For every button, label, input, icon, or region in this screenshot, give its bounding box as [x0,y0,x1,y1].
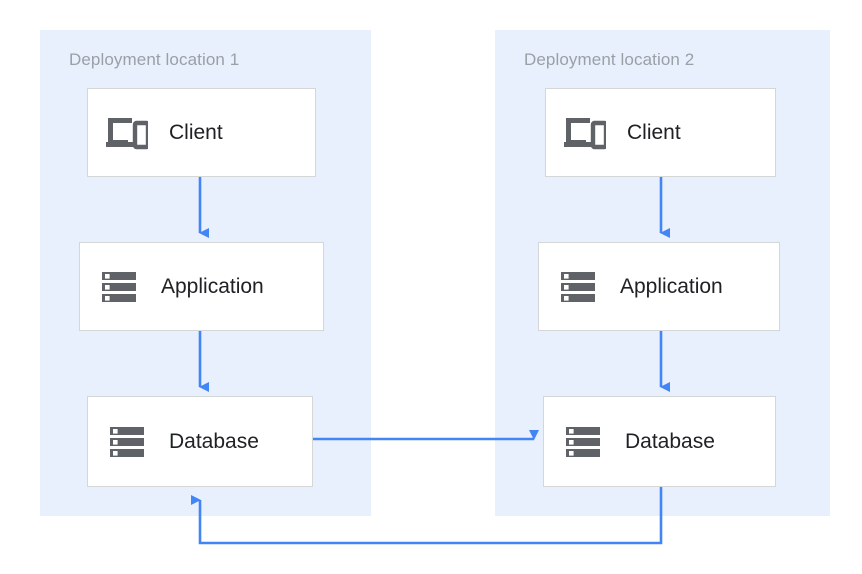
region-1-title: Deployment location 1 [69,50,240,69]
node-application-1[interactable]: Application [79,242,324,331]
node-application-2-label: Application [620,274,723,298]
node-client-1-label: Client [169,120,223,144]
node-client-2-label: Client [627,120,681,144]
node-client-2[interactable]: Client [545,88,776,177]
node-database-1[interactable]: Database [87,396,313,487]
node-client-1[interactable]: Client [87,88,316,177]
server-icon [556,265,600,309]
node-database-1-label: Database [169,429,259,453]
node-application-1-label: Application [161,274,264,298]
node-application-2[interactable]: Application [538,242,780,331]
devices-icon [563,111,607,155]
server-icon [105,420,149,464]
node-database-2[interactable]: Database [543,396,776,487]
devices-icon [105,111,149,155]
server-icon [97,265,141,309]
server-icon [561,420,605,464]
region-2-title: Deployment location 2 [524,50,695,69]
node-database-2-label: Database [625,429,715,453]
